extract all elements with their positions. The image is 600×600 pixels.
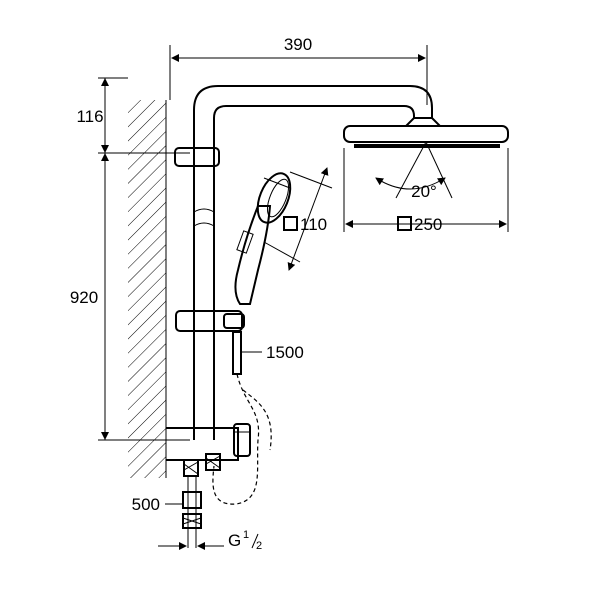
spray-nozzles <box>354 144 500 148</box>
angle-label: 20° <box>411 182 437 201</box>
dimension-width: 390 <box>169 35 428 105</box>
hand-size-dimension: 110 <box>263 167 333 271</box>
hand-shower <box>234 172 292 305</box>
hose-length-label: 1500 <box>266 343 304 362</box>
head-size-label: 250 <box>414 215 442 234</box>
width-label: 390 <box>284 35 312 54</box>
thread-prefix: G <box>228 531 241 550</box>
hand-size-label: 110 <box>300 215 327 234</box>
head-angle-dimension: 20° <box>375 141 453 201</box>
hand-shower-holder <box>175 310 245 332</box>
head-size-dimension: 250 <box>343 148 509 234</box>
rail-height-label: 920 <box>70 288 98 307</box>
wall <box>128 100 167 478</box>
thread-denominator: 2 <box>256 540 262 552</box>
arm-height-label: 116 <box>76 107 103 126</box>
shower-rail <box>193 85 433 440</box>
thread-numerator: 1 <box>243 529 249 541</box>
square-size-icon <box>283 216 298 231</box>
dimension-height: 116 920 <box>70 77 190 441</box>
thermostat-body <box>166 423 251 461</box>
head-shower <box>343 117 509 148</box>
supply-pipe: 500 <box>132 476 202 548</box>
square-size-icon <box>397 216 412 231</box>
hose: 1500 <box>212 331 304 505</box>
thread-dimension: G 1 2 <box>158 529 262 552</box>
wall-bracket-top <box>174 147 220 167</box>
pipe-length-label: 500 <box>132 495 160 514</box>
inlet-connectors <box>183 453 221 477</box>
